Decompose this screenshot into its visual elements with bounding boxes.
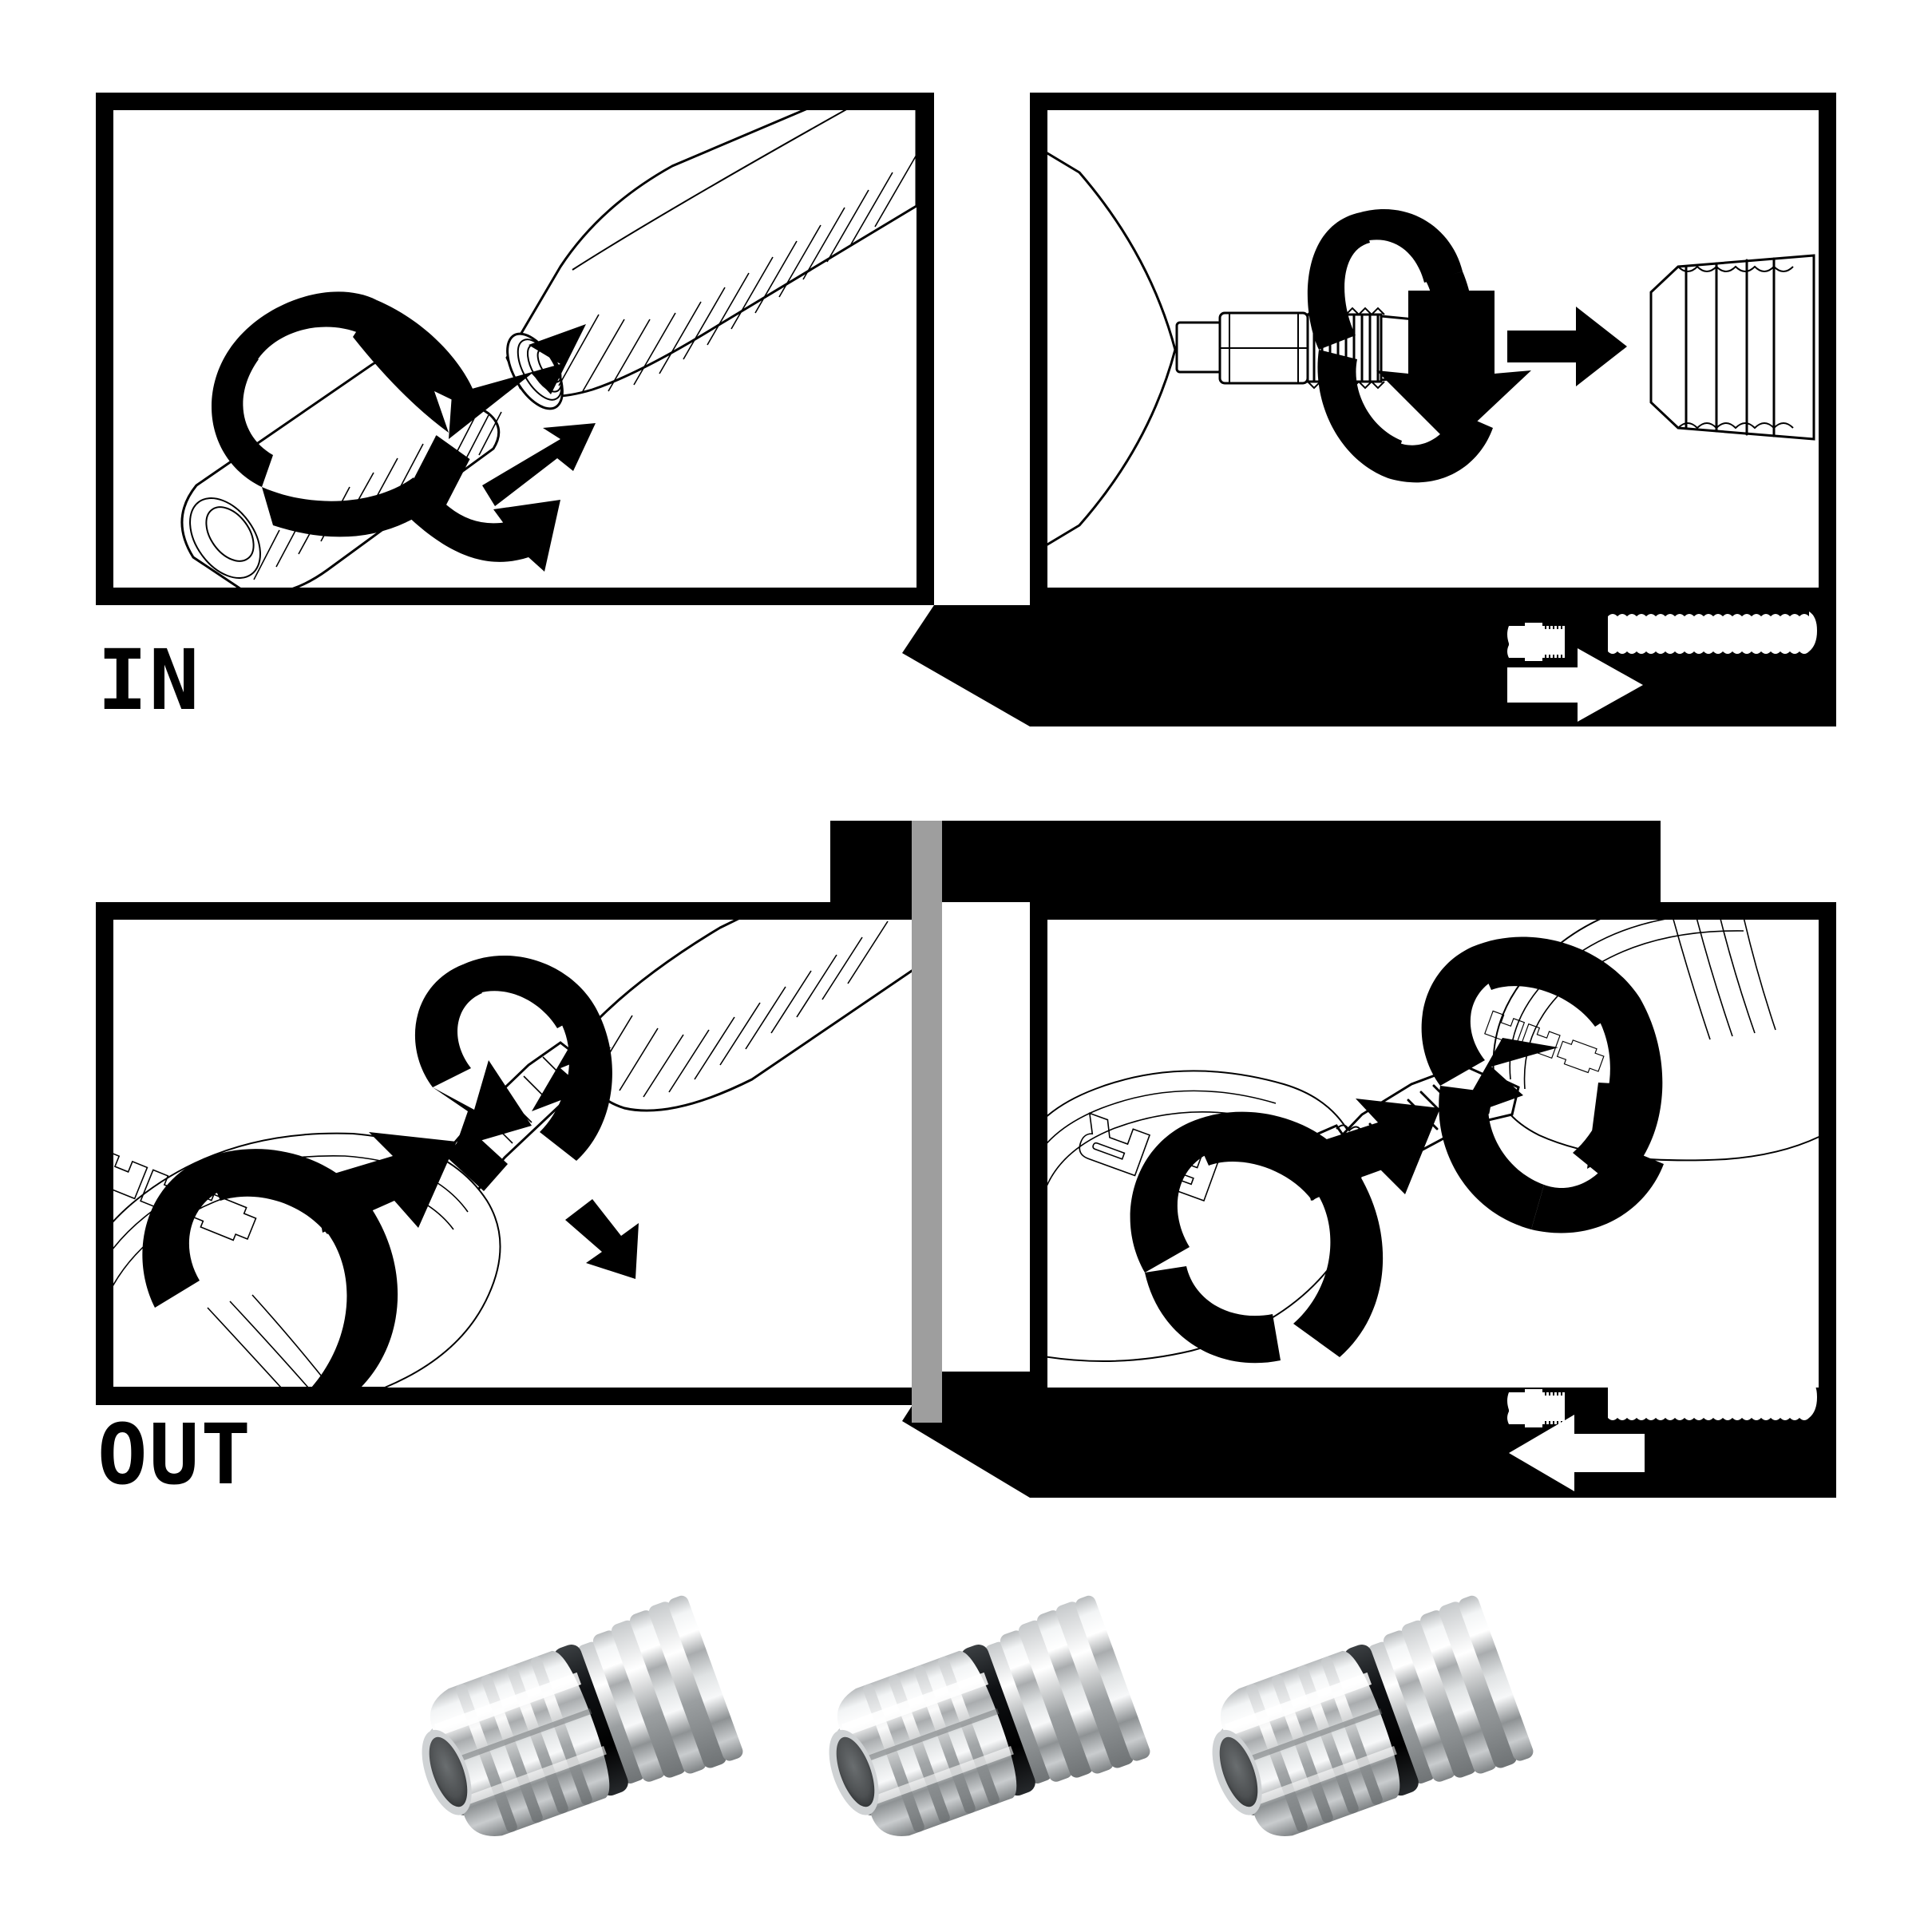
out-panel-2-artwork xyxy=(1047,920,1819,1388)
threaded-shaft-icon xyxy=(1608,612,1817,654)
dart-point-icon xyxy=(1507,623,1565,661)
out-legend-icons xyxy=(1507,1378,1817,1491)
section-out-caption: OUT xyxy=(97,1406,253,1503)
rotation-arrow-upper xyxy=(414,955,612,1161)
list-item[interactable] xyxy=(770,1557,1202,1892)
dart-point-icon xyxy=(1507,1389,1565,1427)
in-legend xyxy=(1501,608,1836,725)
conversion-point-adapter xyxy=(1212,1595,1534,1836)
rotation-arrow xyxy=(211,291,596,537)
arrow-left-icon xyxy=(1509,1415,1645,1491)
list-item[interactable] xyxy=(363,1557,794,1892)
point-out-of-flighted-dart-illustration xyxy=(113,920,917,1388)
in-legend-icons xyxy=(1507,612,1817,722)
rotation-arrow-left xyxy=(1130,1099,1440,1364)
arrow-right-icon xyxy=(1507,648,1643,722)
out-legend xyxy=(1501,1375,1836,1495)
rotation-arrow-right xyxy=(1421,936,1664,1233)
section-in: IN xyxy=(0,0,1932,782)
in-panel-1 xyxy=(96,93,934,605)
point-into-barrel-illustration xyxy=(180,110,917,588)
conversion-point-adapter xyxy=(422,1595,743,1836)
in-banner xyxy=(0,0,1932,782)
pull-out-arrow xyxy=(565,1199,639,1279)
list-item[interactable] xyxy=(1154,1557,1585,1892)
panel-divider-foot xyxy=(912,1389,942,1423)
section-out: OUT xyxy=(0,782,1932,1549)
in-panel-2-artwork xyxy=(1047,110,1819,588)
rotation-arrow-lower xyxy=(142,1132,457,1388)
section-in-caption: IN xyxy=(97,631,201,729)
direction-arrow xyxy=(1507,307,1627,386)
product-gallery xyxy=(0,1541,1932,1932)
adapter-into-barrel-illustration xyxy=(1047,152,1815,546)
out-panel-1-artwork xyxy=(113,920,917,1388)
adapter-between-flights-illustration xyxy=(1047,920,1819,1364)
in-panel-2 xyxy=(1030,93,1836,605)
panel-divider xyxy=(912,821,942,1421)
out-panel-2 xyxy=(1030,902,1836,1405)
conversion-point-adapter xyxy=(829,1595,1150,1836)
in-panel-1-artwork xyxy=(113,110,917,588)
threaded-shaft-icon xyxy=(1608,1378,1817,1420)
rotation-arrow xyxy=(1307,209,1531,483)
out-panel-1 xyxy=(96,902,934,1405)
